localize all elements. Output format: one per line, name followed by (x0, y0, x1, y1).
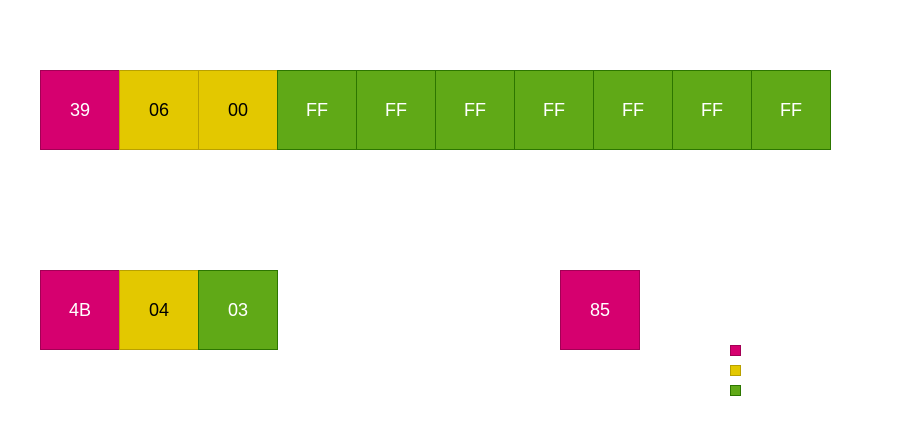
byte-cell-green: FF (672, 70, 752, 150)
byte-cell-green: FF (751, 70, 831, 150)
byte-cell-green: FF (356, 70, 436, 150)
byte-cell-green: 03 (198, 270, 278, 350)
legend-swatch-green (730, 385, 741, 396)
byte-cell-magenta: 39 (40, 70, 120, 150)
byte-cell-magenta: 4B (40, 270, 120, 350)
color-legend (730, 345, 741, 405)
byte-cell-yellow: 04 (119, 270, 199, 350)
byte-cell-yellow: 00 (198, 70, 278, 150)
byte-cell-green: FF (435, 70, 515, 150)
legend-swatch-magenta (730, 345, 741, 356)
legend-swatch-yellow (730, 365, 741, 376)
byte-cell-green: FF (277, 70, 357, 150)
byte-cell-yellow: 06 (119, 70, 199, 150)
byte-cell-green: FF (514, 70, 594, 150)
bottom-right-byte-row: 85 (560, 270, 640, 350)
byte-cell-magenta: 85 (560, 270, 640, 350)
byte-cell-green: FF (593, 70, 673, 150)
